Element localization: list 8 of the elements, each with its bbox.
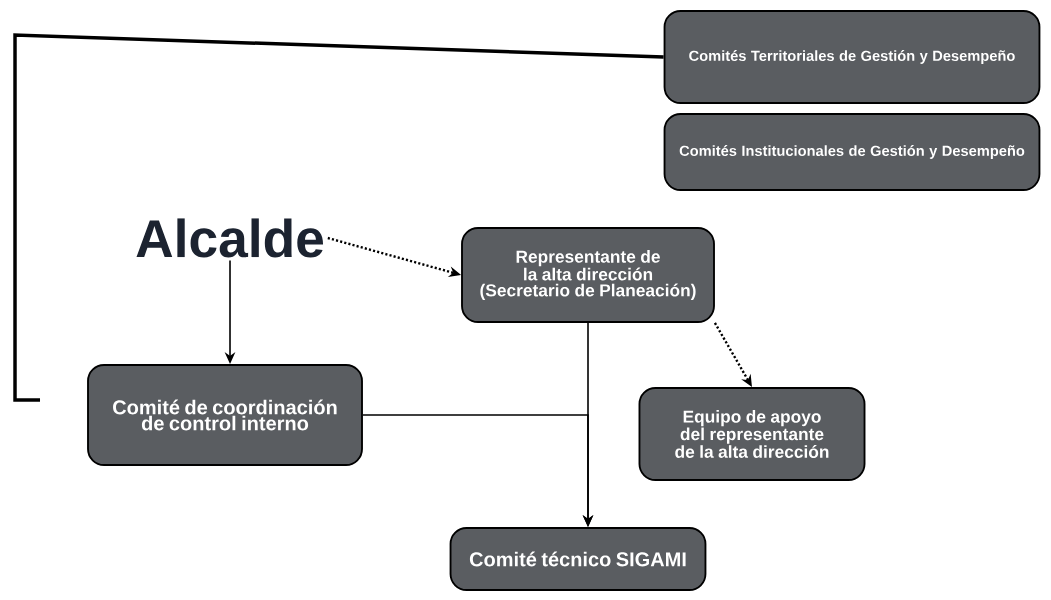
- org-box: Representante de la alta dirección (Secretario de Planeación): [461, 227, 715, 323]
- title-text: Alcalde: [136, 218, 324, 258]
- org-box: Comité técnico SIGAMI: [449, 527, 707, 591]
- org-box: Comités Territoriales de Gestión y Desempeño: [663, 10, 1041, 104]
- org-box: Comité de coordinación de control interno: [87, 364, 363, 466]
- org-box: Equipo de apoyo del representante de la alta dirección: [638, 387, 866, 481]
- connector-line: [13, 33, 664, 402]
- org-box: Comités Institucionales de Gestión y Desempeño: [663, 113, 1041, 191]
